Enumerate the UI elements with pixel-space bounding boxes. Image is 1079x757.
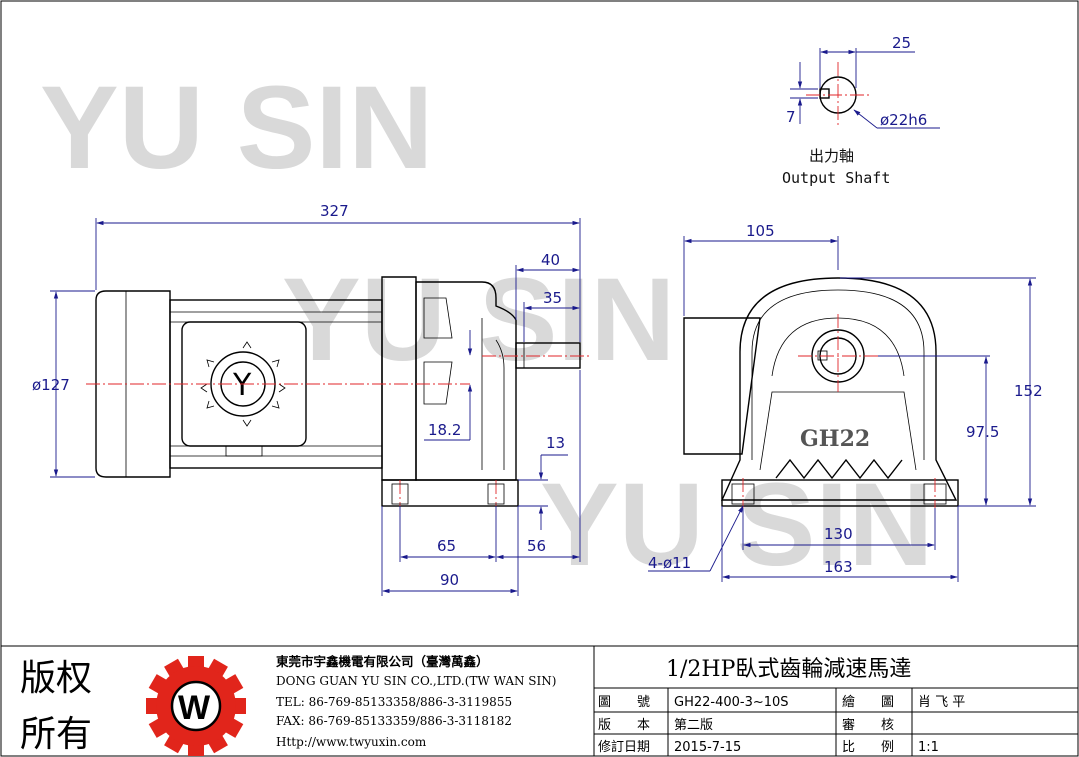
dim-shaft-len1: 40 xyxy=(541,251,560,269)
side-ribs xyxy=(775,458,903,480)
dim-shaft-height: 97.5 xyxy=(966,423,999,441)
motor-end-cap xyxy=(95,290,171,478)
row1-val1: GH22-400-3~10S xyxy=(674,695,789,710)
row3-val2: 1:1 xyxy=(918,740,939,755)
company-tel: TEL: 86-769-85133358/886-3-3119855 xyxy=(276,695,512,709)
row1-key1: 圖 號 xyxy=(598,695,650,710)
dim-foot-edge: 56 xyxy=(527,537,546,555)
dim-motor-dia: ø127 xyxy=(32,376,70,394)
output-shaft xyxy=(515,342,581,369)
dim-base-thick: 13 xyxy=(546,434,565,452)
dim-shaft-key: 7 xyxy=(786,108,796,126)
row1-key2: 繪 圖 xyxy=(842,694,894,710)
company-en: DONG GUAN YU SIN CO.,LTD.(TW WAN SIN) xyxy=(276,674,556,688)
watermark-1: YU SIN xyxy=(40,62,433,194)
dim-shaft-len2: 35 xyxy=(543,289,562,307)
dim-holes: 4-ø11 xyxy=(648,554,691,572)
dim-base-len: 90 xyxy=(440,571,459,589)
row3-key2: 比 例 xyxy=(842,740,894,755)
dim-center-offset: 18.2 xyxy=(428,421,461,439)
dim-height-total: 152 xyxy=(1014,382,1043,400)
dim-foot-span: 65 xyxy=(437,537,456,555)
title-block: 版权 所有 W 東莞市宇鑫機電有限公司（臺灣萬鑫） DONG GUAN YU S… xyxy=(1,645,1078,757)
row1-val2: 肖 飞 平 xyxy=(918,695,965,710)
row2-key1: 版 本 xyxy=(598,718,650,733)
company-logo: W xyxy=(146,656,246,756)
watermark-3: YU SIN xyxy=(540,459,933,591)
output-shaft-cn: 出力軸 xyxy=(809,147,854,165)
watermark-2: YU SIN xyxy=(282,254,675,386)
output-shaft-en: Output Shaft xyxy=(782,169,890,187)
row3-key1: 修訂日期 xyxy=(598,739,650,755)
output-shaft-detail: 25 7 ø22h6 出力軸 Output Shaft xyxy=(782,34,940,187)
side-motor xyxy=(683,317,761,455)
dim-side-width: 105 xyxy=(746,222,775,240)
motor-letter: Y xyxy=(232,368,252,403)
gear-mark: GH22 xyxy=(800,426,870,452)
logo-letter: W xyxy=(178,689,211,727)
dim-base-width: 163 xyxy=(824,558,853,576)
watermarks: YU SIN YU SIN YU SIN xyxy=(40,62,933,591)
side-housing xyxy=(720,277,958,501)
row2-val1: 第二版 xyxy=(674,718,713,733)
side-base xyxy=(721,479,959,507)
dim-hole-span: 130 xyxy=(824,525,853,543)
gearbox-base xyxy=(381,479,519,507)
copyright-line2: 所有 xyxy=(20,714,92,755)
copyright-line1: 版权 xyxy=(20,658,92,699)
company-fax: FAX: 86-769-85133359/886-3-3118182 xyxy=(276,714,512,728)
product-title: 1/2HP臥式齒輪減速馬達 xyxy=(666,657,911,682)
front-view: Y 327 40 35 ø xyxy=(32,202,592,596)
row3-val1: 2015-7-15 xyxy=(674,740,741,755)
row2-key2: 審 核 xyxy=(842,718,894,733)
company-http: Http://www.twyuxin.com xyxy=(276,735,427,749)
side-view: GH22 105 152 97.5 130 163 xyxy=(648,222,1043,582)
dim-overall-length: 327 xyxy=(320,202,349,220)
dim-shaft-dia: ø22h6 xyxy=(880,111,927,129)
dim-shaft-width: 25 xyxy=(892,34,911,52)
shaft-keyway xyxy=(819,88,830,99)
company-cn: 東莞市宇鑫機電有限公司（臺灣萬鑫） xyxy=(276,654,489,669)
